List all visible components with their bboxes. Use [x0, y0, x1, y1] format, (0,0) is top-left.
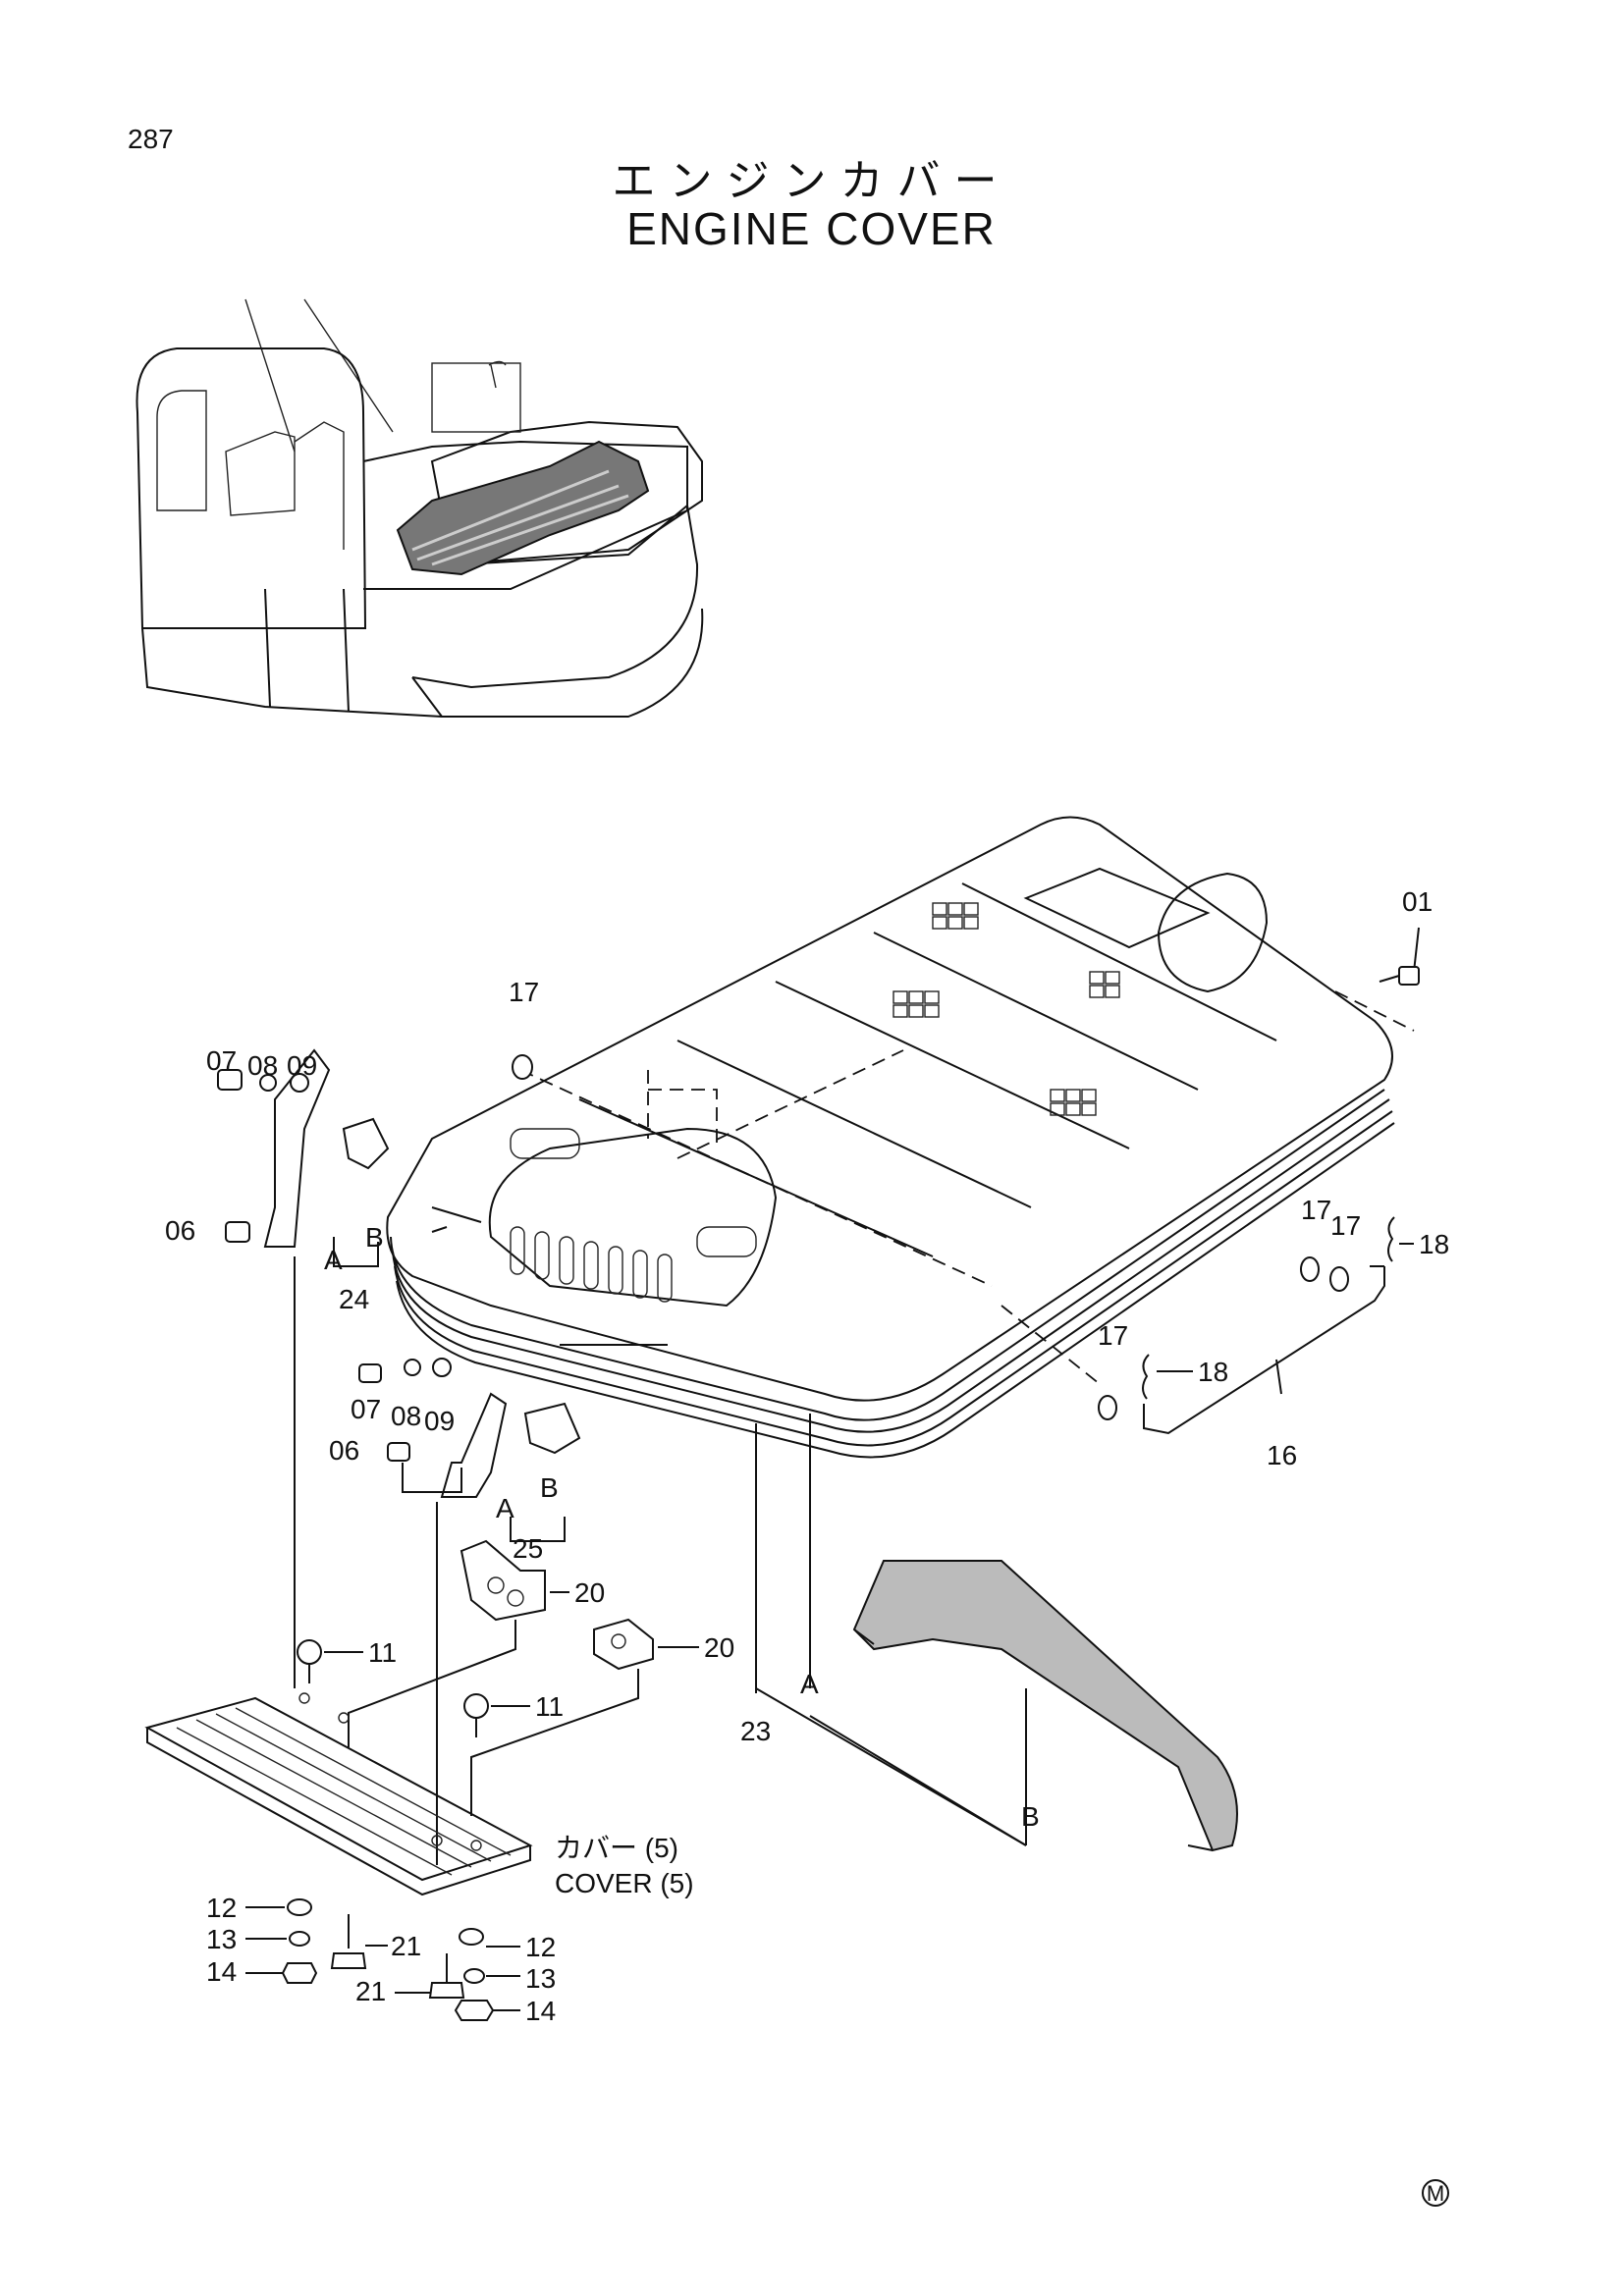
callout-21: 21 — [391, 1931, 421, 1961]
callout-23: 23 — [740, 1716, 771, 1746]
screw-part-01 — [1379, 927, 1420, 986]
callout-07: 07 — [206, 1045, 237, 1076]
assembly-leader-lines — [431, 990, 1415, 1385]
bracket-part-20 — [348, 1539, 654, 1816]
fastener-stack-right — [428, 1928, 495, 2021]
bolt-part-11 — [297, 1639, 489, 1737]
callout-11: 11 — [368, 1637, 397, 1668]
cover-plate-5 — [144, 1692, 533, 1896]
ref-b: B — [365, 1222, 384, 1253]
callout-08: 08 — [391, 1401, 421, 1431]
callout-17: 17 — [1301, 1195, 1331, 1225]
callout-18: 18 — [1419, 1229, 1449, 1259]
ref-a: A — [800, 1669, 819, 1699]
callout-11: 11 — [535, 1691, 564, 1722]
latch-assembly-upper — [217, 1048, 448, 1688]
callout-09: 09 — [424, 1406, 455, 1436]
ref-b: B — [540, 1472, 559, 1503]
callout-06: 06 — [329, 1435, 359, 1466]
page-number: 287 — [128, 124, 174, 154]
callout-13: 13 — [206, 1924, 237, 1954]
machine-overview-illustration — [135, 298, 704, 718]
title-english: ENGINE COVER — [626, 203, 997, 254]
callout-12: 12 — [206, 1893, 237, 1923]
title-japanese: エンジンカバー — [612, 156, 1011, 206]
callout-24: 24 — [339, 1284, 369, 1314]
callout-01: 01 — [1402, 886, 1433, 917]
engine-cover-body — [386, 816, 1395, 1459]
cover-note-english: COVER (5) — [555, 1868, 694, 1898]
callout-08: 08 — [247, 1050, 278, 1081]
ref-a: A — [496, 1493, 514, 1523]
callout-06: 06 — [165, 1215, 195, 1246]
callout-17: 17 — [1098, 1320, 1128, 1351]
ref-b: B — [1021, 1801, 1040, 1832]
washer-part-17 — [512, 1054, 1349, 1420]
callout-14: 14 — [525, 1996, 556, 2026]
callout-09: 09 — [287, 1050, 317, 1081]
callout-12: 12 — [525, 1932, 556, 1962]
fastener-stack-left — [281, 1898, 367, 1984]
seal-part-23 — [755, 1414, 1027, 1846]
svg-text:M: M — [1427, 2181, 1444, 2206]
callout-20: 20 — [704, 1632, 734, 1663]
latch-assembly-lower — [358, 1358, 581, 1865]
callout-18: 18 — [1198, 1357, 1228, 1387]
callout-17: 17 — [1330, 1210, 1361, 1241]
manufacturer-mark: M — [1422, 2179, 1449, 2207]
callout-13: 13 — [525, 1963, 556, 1994]
support-rod-16 — [1143, 1265, 1385, 1435]
callout-17: 17 — [509, 977, 539, 1007]
callout-16: 16 — [1267, 1440, 1297, 1470]
callout-21: 21 — [355, 1976, 386, 2006]
pin-part-18 — [1142, 1216, 1395, 1400]
callout-25: 25 — [513, 1533, 543, 1564]
ref-a: A — [324, 1245, 343, 1275]
callout-14: 14 — [206, 1956, 237, 1987]
callout-07: 07 — [351, 1394, 381, 1424]
cover-note-japanese: カバー (5) — [555, 1833, 678, 1863]
callout-20: 20 — [574, 1577, 605, 1608]
rubber-bumper — [852, 1560, 1238, 1852]
